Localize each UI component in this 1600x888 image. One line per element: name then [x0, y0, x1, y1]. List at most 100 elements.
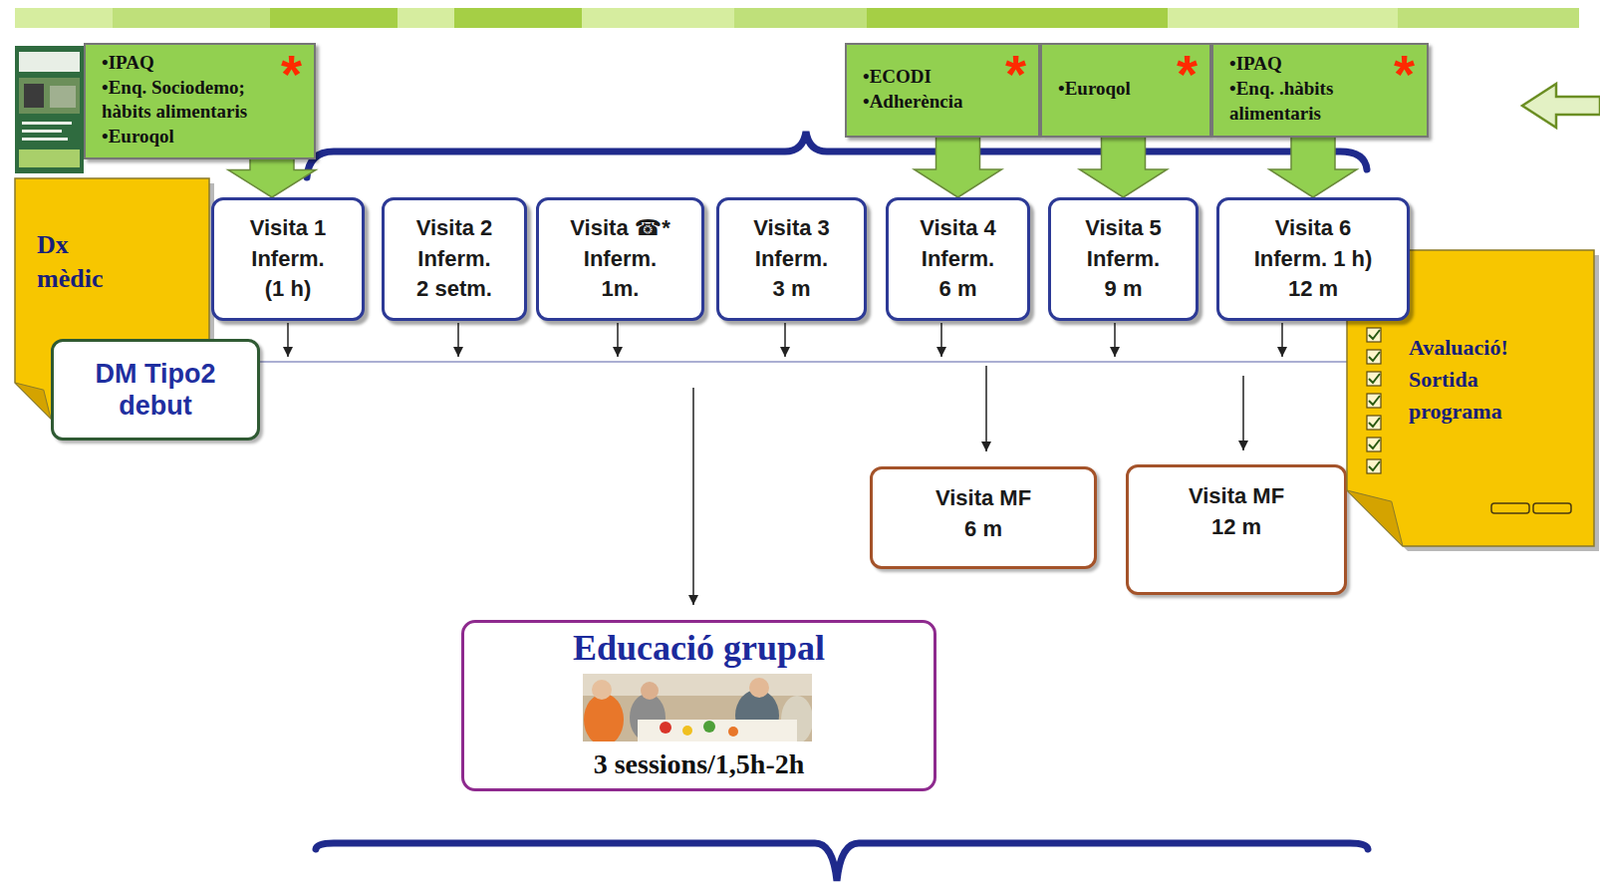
- header-bar-segment: [1397, 7, 1580, 28]
- node-label: •IPAQ: [101, 50, 155, 76]
- checkbox: [1366, 349, 1381, 364]
- asterisk: *: [1393, 46, 1415, 101]
- photo-table: [637, 719, 798, 742]
- checkmark: [1368, 439, 1380, 449]
- book-cover-photo: [18, 77, 80, 114]
- leader-arrow: [985, 365, 988, 452]
- node-label: 12 m: [1288, 273, 1338, 305]
- photo-food: [682, 725, 693, 736]
- node-label: 3 m: [773, 273, 811, 305]
- checkbox: [1366, 327, 1381, 342]
- node-label: Inferm.: [583, 244, 657, 275]
- node-label: Visita 5: [1084, 213, 1162, 245]
- node-label: Visita 4: [919, 213, 997, 245]
- visit-box: Visita 1Inferm.(1 h): [211, 197, 365, 321]
- node-label: 6 m: [964, 514, 1003, 545]
- header-bar-segment: [112, 7, 270, 28]
- block-arrow: [914, 136, 1003, 198]
- node-label: Inferm. 1 h): [1254, 244, 1373, 275]
- node-label: Inferm.: [755, 244, 828, 275]
- callout-box: •ECODI•Adherència*: [844, 42, 1041, 138]
- node-label: 2 setm.: [416, 273, 493, 305]
- node-label: Visita ☎*: [569, 213, 670, 245]
- header-bar-segment: [269, 7, 398, 28]
- asterisk: *: [1176, 46, 1198, 101]
- group-photo: [582, 673, 812, 742]
- photo-head: [640, 681, 659, 700]
- small-button: [1533, 503, 1572, 514]
- leader-arrow: [692, 387, 695, 605]
- node-label: •ECODI: [862, 64, 932, 90]
- photo-food: [728, 726, 739, 737]
- photo-food: [703, 720, 716, 733]
- checkmark: [1368, 351, 1380, 361]
- block-arrow: [1079, 136, 1168, 198]
- node-label: Visita 3: [753, 213, 830, 245]
- checkmark: [1368, 329, 1380, 339]
- leader-arrow: [1242, 375, 1245, 451]
- process-box: DM Tipo2 debut: [50, 338, 261, 441]
- book-cover-line: [21, 129, 62, 133]
- tick-arrow: [286, 322, 289, 357]
- node-label: (1 h): [265, 273, 311, 305]
- note-fold: [1346, 490, 1403, 546]
- callout-box: •Euroqol*: [1040, 42, 1212, 138]
- tick-arrow: [1281, 322, 1284, 357]
- visit-box: Visita 4Inferm.6 m: [885, 197, 1031, 321]
- brace: [306, 131, 1367, 178]
- asterisk: *: [280, 46, 302, 101]
- callout-box: •IPAQ•Enq. Sociodemo; hàbits alimentaris…: [83, 42, 316, 160]
- checkbox: [1366, 459, 1381, 474]
- visit-box: Visita MF12 m: [1125, 464, 1347, 595]
- checkbox: [1366, 393, 1381, 408]
- visit-box: Visita ☎*Inferm.1m.: [535, 197, 705, 321]
- node-label: •Euroqol: [101, 124, 175, 150]
- tick-arrow: [1113, 322, 1116, 357]
- visit-box: Visita 3Inferm.3 m: [716, 197, 867, 321]
- node-label: Visita 6: [1275, 213, 1352, 245]
- header-bar-segment: [734, 7, 867, 28]
- block-arrow: [1269, 136, 1357, 198]
- node-label: •Enq. Sociodemo; hàbits alimentaris: [101, 75, 286, 125]
- book-cover-title: [18, 51, 80, 72]
- book-cover: [14, 45, 84, 174]
- header-bar-segment: [454, 7, 582, 28]
- checkmark: [1368, 395, 1380, 405]
- node-label: Dx mèdic: [36, 228, 127, 296]
- node-label: Inferm.: [417, 244, 491, 275]
- node-label: 1m.: [601, 273, 640, 305]
- node-label: Visita MF: [1188, 481, 1285, 513]
- node-label: 6 m: [939, 273, 978, 305]
- tick-arrow: [457, 322, 460, 357]
- header-bar: [14, 7, 1580, 28]
- book-cover-band: [18, 149, 80, 168]
- visit-box: Visita 2Inferm.2 setm.: [381, 197, 528, 321]
- node-label: Inferm.: [251, 244, 324, 275]
- node-label: Visita 2: [416, 213, 494, 245]
- brace: [315, 842, 1368, 881]
- visit-box: Visita 5Inferm.9 m: [1048, 197, 1199, 321]
- process-box: Educació grupal3 sessions/1,5h-2h: [461, 619, 937, 792]
- photo-head: [749, 677, 770, 698]
- book-cover-photo-part: [49, 85, 76, 108]
- node-label: Inferm.: [1086, 244, 1160, 275]
- pointer-arrow: [1522, 83, 1600, 128]
- note-body: [1346, 250, 1595, 546]
- photo-wall: [582, 673, 812, 696]
- node-label: Educació grupal: [572, 628, 825, 669]
- photo-person: [583, 693, 624, 742]
- tick-arrow: [784, 322, 787, 357]
- node-label: Inferm.: [921, 244, 995, 275]
- node-label: 12 m: [1211, 512, 1262, 543]
- photo-food: [659, 721, 672, 734]
- tick-arrow: [940, 322, 943, 357]
- node-label: •IPAQ: [1229, 51, 1283, 77]
- small-button: [1491, 503, 1530, 514]
- node-label: 9 m: [1104, 273, 1143, 305]
- checkbox: [1366, 415, 1381, 430]
- tick-arrow: [616, 322, 619, 357]
- checkmark: [1368, 373, 1380, 383]
- block-arrow: [228, 158, 316, 198]
- node-label: DM Tipo2 debut: [80, 357, 231, 423]
